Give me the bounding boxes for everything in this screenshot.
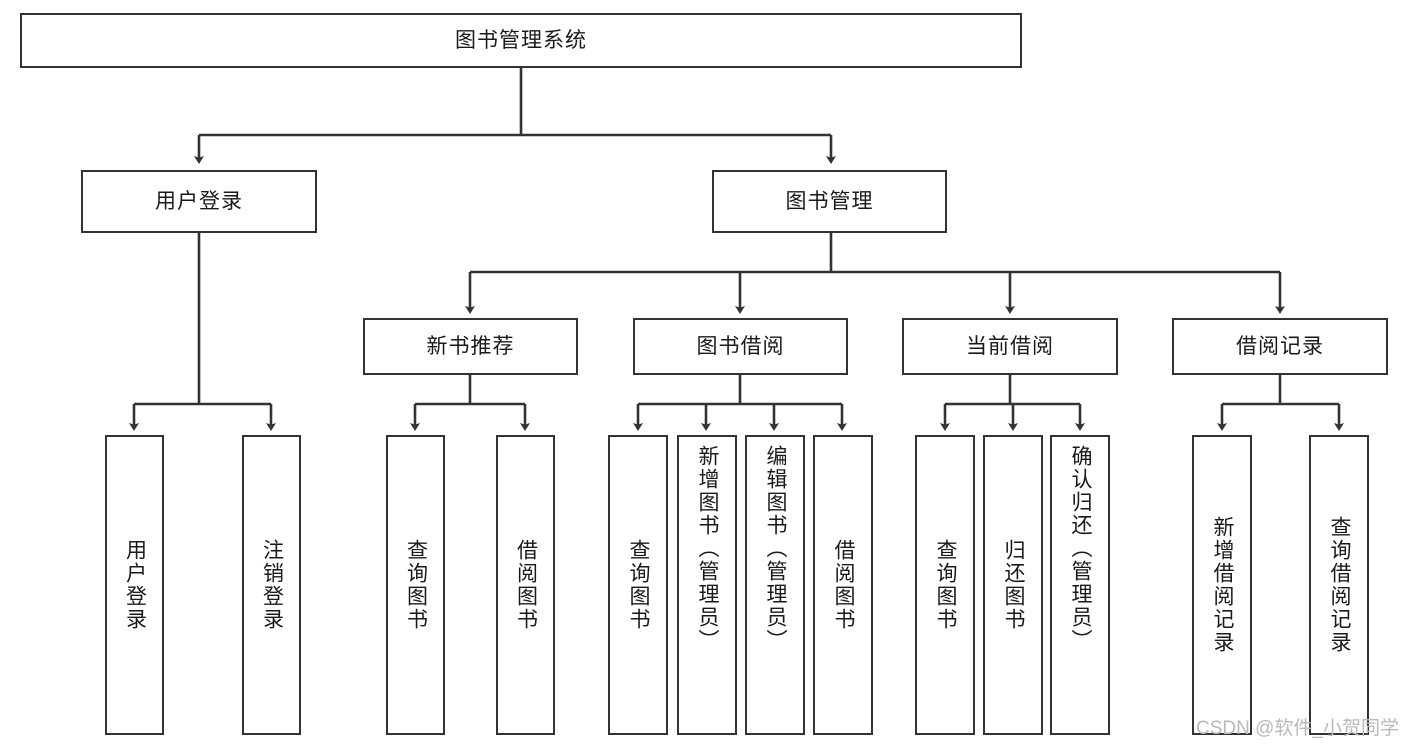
leaf-recommend-query-book[interactable]: 查询图书 xyxy=(386,435,445,735)
node-label: 注销登录 xyxy=(260,539,284,631)
node-label: 新书推荐 xyxy=(426,334,515,358)
node-label: 借阅图书 xyxy=(514,539,538,631)
node-label: 图书管理 xyxy=(785,189,874,213)
node-current-borrow[interactable]: 当前借阅 xyxy=(902,318,1118,375)
csdn-watermark: CSDN @软件_小贺同学 xyxy=(1196,718,1399,739)
leaf-borrow-borrow-book[interactable]: 借阅图书 xyxy=(813,435,873,735)
node-label: 借阅图书 xyxy=(832,539,856,631)
node-book-borrow[interactable]: 图书借阅 xyxy=(633,318,848,375)
node-label: 查询图书 xyxy=(627,539,651,631)
leaf-borrow-edit-book-admin[interactable]: 编辑图书（管理员） xyxy=(745,435,805,735)
node-new-book-recommend[interactable]: 新书推荐 xyxy=(363,318,578,375)
node-label: 用户登录 xyxy=(155,189,243,213)
node-borrow-record[interactable]: 借阅记录 xyxy=(1172,318,1388,375)
node-label: 当前借阅 xyxy=(966,334,1054,358)
node-label: 用户登录 xyxy=(123,539,147,631)
leaf-borrow-query-book[interactable]: 查询图书 xyxy=(608,435,668,735)
leaf-user-login-logout[interactable]: 注销登录 xyxy=(242,435,301,735)
node-user-login[interactable]: 用户登录 xyxy=(81,170,317,233)
leaf-recommend-borrow-book[interactable]: 借阅图书 xyxy=(496,435,555,735)
node-label: 查询借阅记录 xyxy=(1328,516,1352,654)
leaf-current-confirm-return-admin[interactable]: 确认归还（管理员） xyxy=(1050,435,1110,735)
node-label: 归还图书 xyxy=(1002,539,1026,631)
leaf-current-return-book[interactable]: 归还图书 xyxy=(983,435,1043,735)
node-book-management[interactable]: 图书管理 xyxy=(712,170,947,233)
node-label: 图书借阅 xyxy=(696,334,785,358)
node-label: 图书管理系统 xyxy=(455,28,587,52)
node-label: 借阅记录 xyxy=(1236,334,1324,358)
node-label: 新增借阅记录 xyxy=(1211,516,1235,654)
node-label: 确认归还（管理员） xyxy=(1069,445,1093,652)
leaf-user-login-login[interactable]: 用户登录 xyxy=(105,435,164,735)
node-label: 查询图书 xyxy=(404,539,428,631)
node-label: 查询图书 xyxy=(934,539,958,631)
leaf-current-query-book[interactable]: 查询图书 xyxy=(915,435,975,735)
leaf-record-query-record[interactable]: 查询借阅记录 xyxy=(1309,435,1369,735)
node-label: 新增图书（管理员） xyxy=(696,445,720,652)
leaf-record-add-record[interactable]: 新增借阅记录 xyxy=(1192,435,1252,735)
leaf-borrow-add-book-admin[interactable]: 新增图书（管理员） xyxy=(677,435,737,735)
node-label: 编辑图书（管理员） xyxy=(764,445,788,652)
node-root-system[interactable]: 图书管理系统 xyxy=(20,13,1022,68)
